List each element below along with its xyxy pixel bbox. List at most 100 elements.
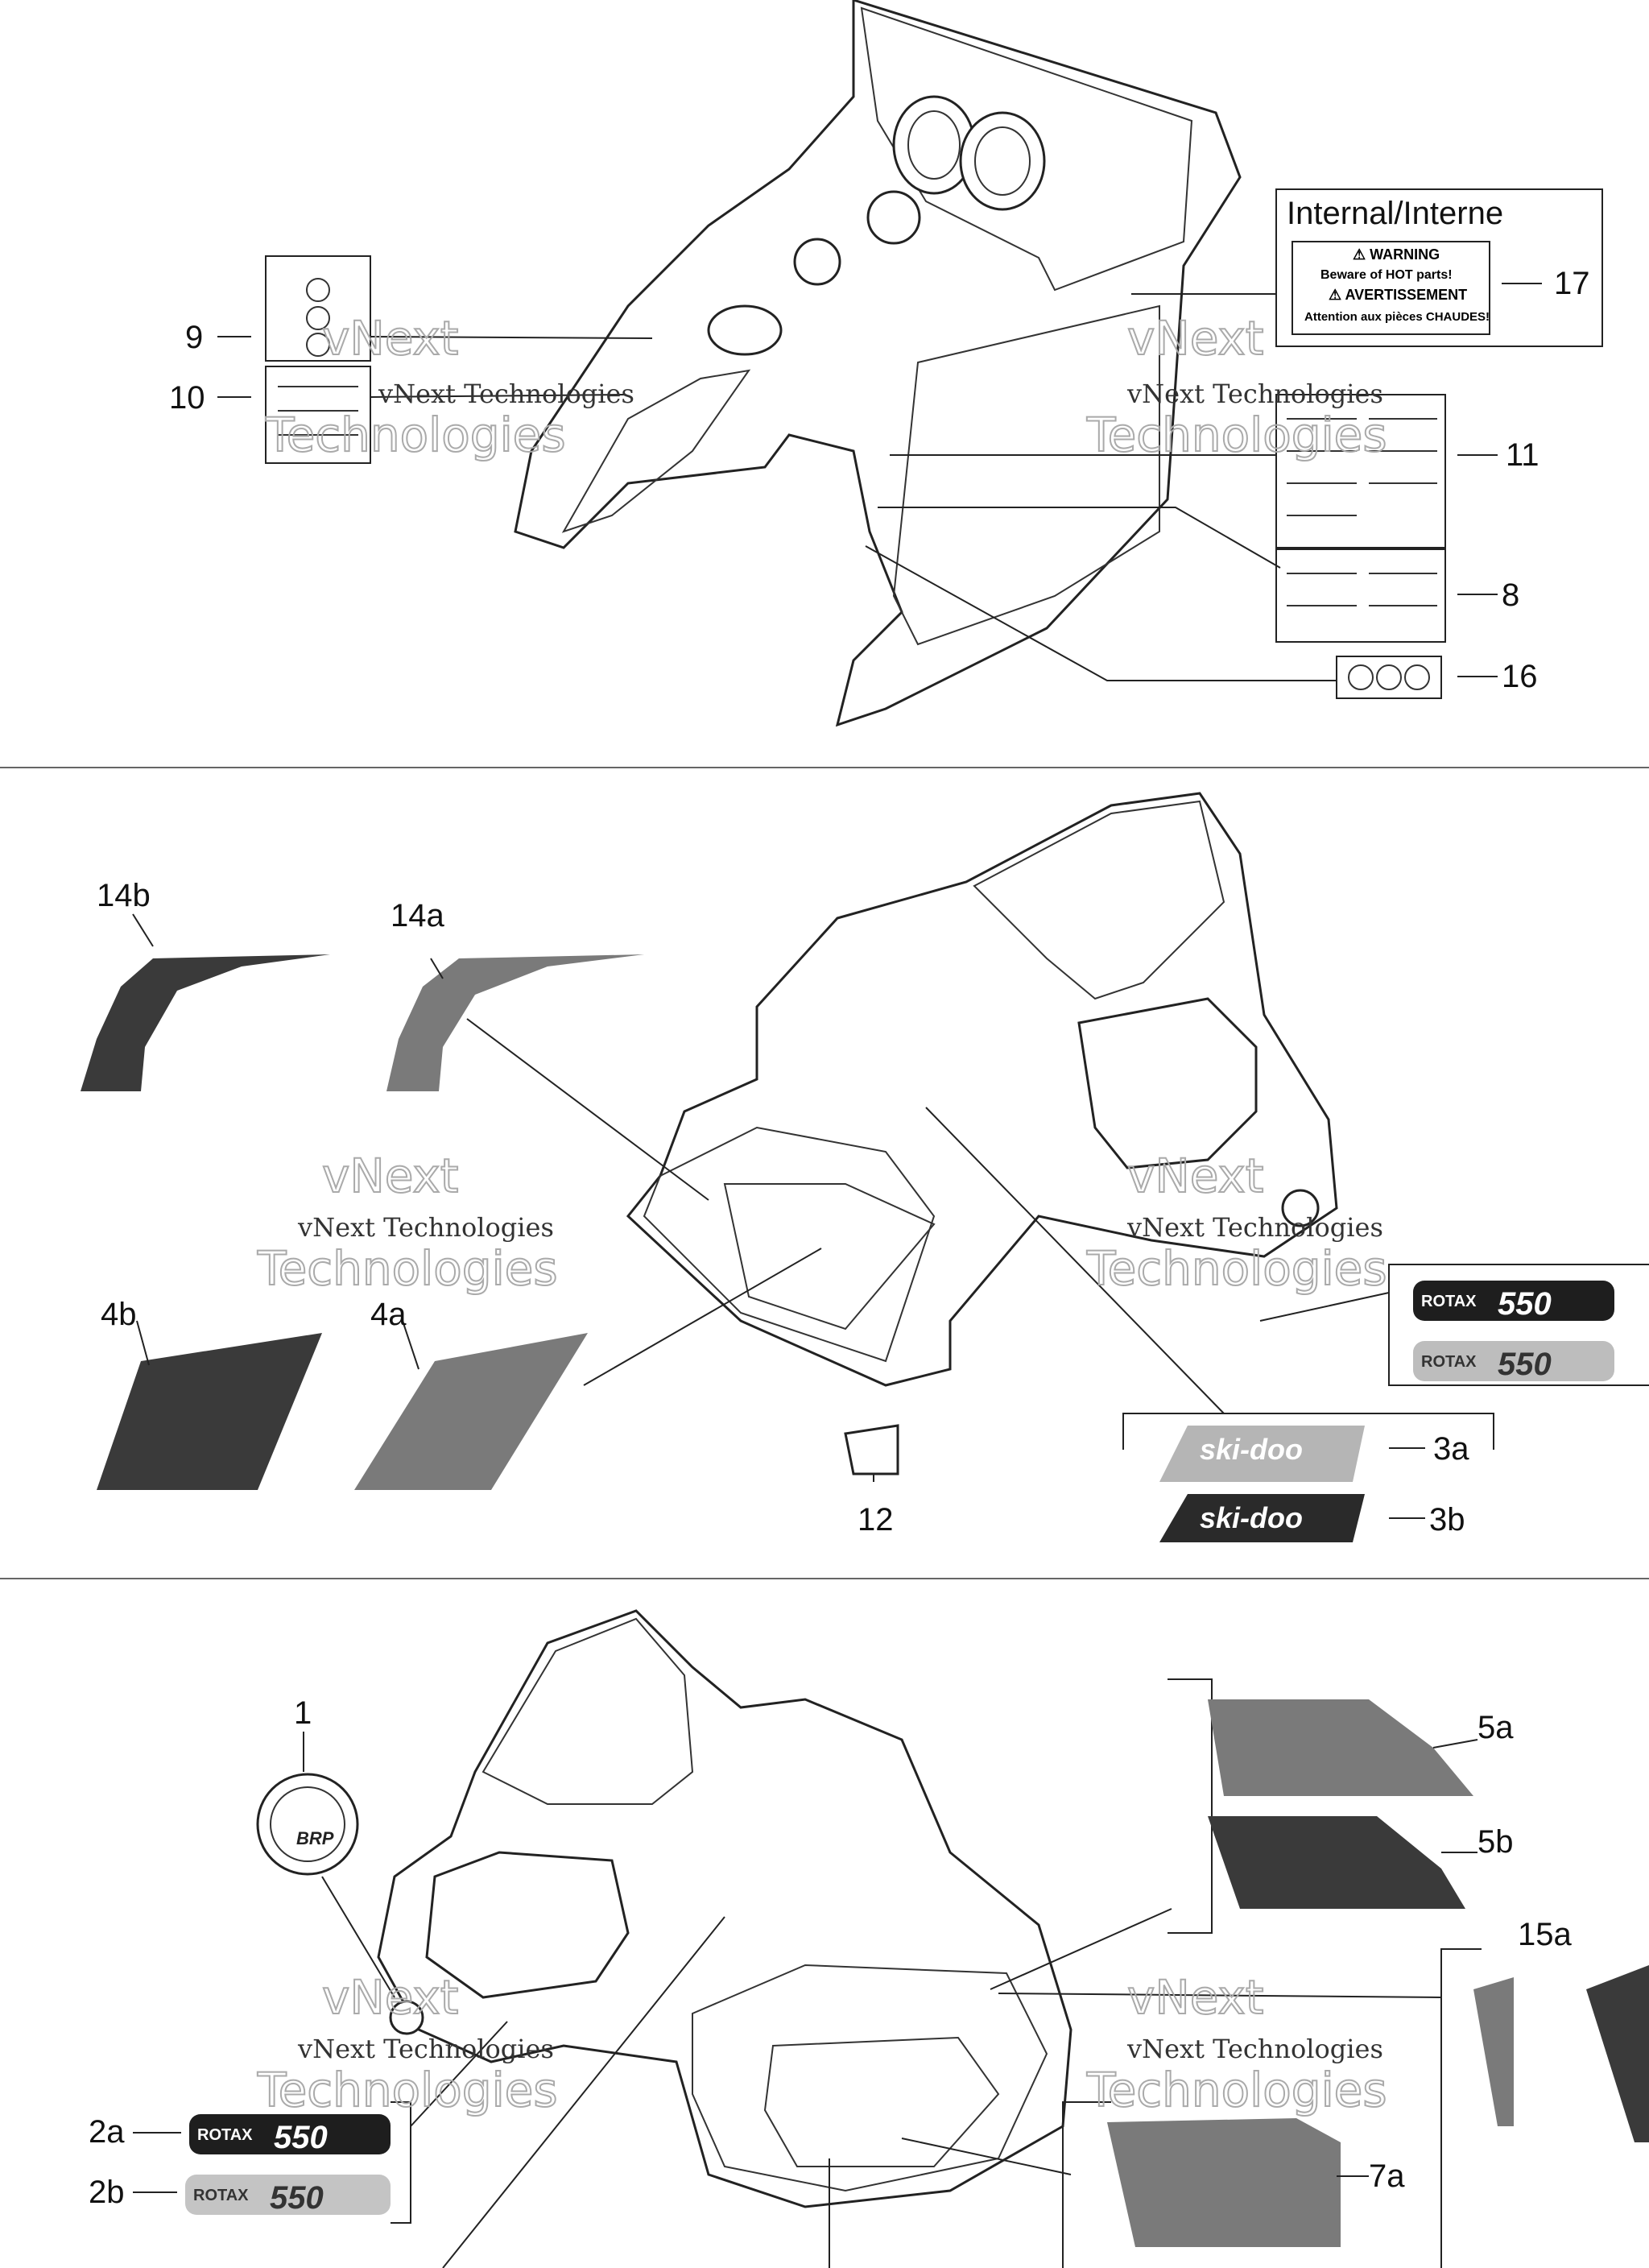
watermark-6-sub: vNext Technologies (1126, 2034, 1383, 2064)
fuel-cap (707, 304, 783, 356)
decal-rotax-dark-word: ROTAX (1421, 1293, 1477, 1310)
bracket-7 (1062, 2101, 1111, 2268)
hood-front-windshield (481, 1617, 694, 1805)
callout-14b: 14b (97, 878, 151, 913)
leader-4a (402, 1320, 419, 1370)
hood-top-body (514, 0, 1242, 727)
decal-5a (1208, 1699, 1473, 1796)
watermark-3-sub: vNext Technologies (297, 1212, 554, 1243)
callout-4a: 4a (370, 1297, 407, 1332)
decal-16 (1336, 656, 1442, 699)
callout-4b: 4b (101, 1297, 137, 1332)
decal-4b (97, 1333, 322, 1490)
decal-1-inner-ring (270, 1786, 345, 1862)
decal-11 (1275, 394, 1446, 548)
watermark-1-line1: vNext (322, 311, 458, 366)
leader-lower-part (442, 1916, 725, 2268)
decal-3a-text: ski-doo (1200, 1433, 1303, 1466)
callout-9: 9 (185, 320, 203, 355)
hood-side-windshield (973, 800, 1225, 1000)
leader-4a-part (583, 1248, 822, 1386)
watermark-1-sub: vNext Technologies (378, 379, 634, 409)
decal-rotax-light-word: ROTAX (1421, 1353, 1477, 1371)
gauge-right (959, 111, 1046, 211)
headlight-housing (1077, 997, 1258, 1169)
hood-front-body (377, 1609, 1072, 2208)
leader-14a-part (466, 1018, 709, 1201)
side-headlight-ring (1281, 1189, 1320, 1227)
callout-5b: 5b (1477, 1824, 1514, 1860)
decal-17-warning-text: Beware of HOT parts! (1320, 268, 1453, 282)
decal-2b-word: ROTAX (193, 2187, 249, 2204)
decal-3b-text: ski-doo (1200, 1501, 1303, 1534)
callout-11: 11 (1506, 437, 1539, 473)
hood-side-inner (723, 1183, 936, 1331)
hood-front-headlight (425, 1851, 630, 1999)
decal-1-brp-emblem (256, 1773, 359, 1876)
watermark-4-line2: Technologies (1086, 1241, 1387, 1296)
decal-16-icon-a (1348, 664, 1374, 690)
watermark-4-sub: vNext Technologies (1126, 1212, 1383, 1243)
leader-10-to-part (370, 394, 625, 398)
leader-14a (430, 958, 444, 979)
decal-9-icon-c (306, 333, 330, 357)
bracket-2 (391, 2101, 411, 2224)
watermark-6-line2: Technologies (1086, 2063, 1387, 2117)
callout-16: 16 (1502, 659, 1538, 694)
callout-1: 1 (294, 1695, 312, 1731)
watermark-3-line1: vNext (322, 1148, 458, 1203)
gauge-left-inner (907, 110, 961, 180)
decal-17-warning: ⚠ WARNING (1353, 246, 1440, 263)
watermark-5-line2: Technologies (257, 2063, 558, 2117)
decal-rotax-light (1413, 1341, 1614, 1381)
decal-2a (189, 2114, 391, 2154)
decal-rotax-dark-num: 550 (1498, 1286, 1552, 1322)
leader-5a (1432, 1739, 1478, 1749)
decal-12 (844, 1424, 899, 1475)
callout-15a: 15a (1518, 1917, 1572, 1952)
decal-9-icon-a (306, 278, 330, 302)
leader-16-part (865, 545, 1337, 681)
decal-17-avert: ⚠ AVERTISSEMENT (1329, 287, 1467, 303)
decal-9 (265, 255, 371, 362)
decal-2a-word: ROTAX (197, 2126, 253, 2144)
section-top-view: Internal/Interne ⚠ WARNING Beware of HOT… (0, 0, 1649, 768)
watermark-4-line1: vNext (1127, 1148, 1263, 1203)
leader-5-part (990, 1908, 1172, 1990)
leader-2-part (410, 2021, 508, 2127)
hood-top-inner-panel (892, 304, 1160, 646)
decal-17-heading: Internal/Interne (1287, 196, 1503, 231)
decal-14a (386, 954, 644, 1091)
leader-15-part (998, 1993, 1442, 1998)
callout-3b: 3b (1429, 1502, 1465, 1538)
callout-8: 8 (1502, 577, 1519, 613)
front-headlight-ring (389, 2000, 424, 2035)
watermark-6-line1: vNext (1127, 1970, 1263, 2025)
callout-3a: 3a (1433, 1431, 1469, 1467)
decal-15a (1473, 1977, 1514, 2126)
decal-8 (1275, 548, 1446, 643)
callout-10: 10 (169, 380, 205, 416)
watermark-3-line2: Technologies (257, 1241, 558, 1296)
watermark-2-line2: Technologies (1086, 408, 1387, 462)
leader-8-part (878, 507, 1281, 569)
decal-4a (354, 1333, 588, 1490)
callout-17: 17 (1554, 266, 1590, 301)
leader-rotax-part (1259, 1292, 1390, 1322)
watermark-5-line1: vNext (322, 1970, 458, 2025)
callout-7a: 7a (1369, 2158, 1405, 2194)
decal-17-avert-text: Attention aux pièces CHAUDES! (1304, 310, 1490, 324)
callout-12: 12 (858, 1502, 894, 1538)
leader-14b (132, 913, 154, 947)
callout-5a: 5a (1477, 1710, 1514, 1745)
hood-top-left-arm (561, 369, 751, 533)
watermark-1-line2: Technologies (265, 408, 566, 462)
center-switch (793, 238, 841, 286)
decal-2a-num: 550 (274, 2120, 328, 2155)
bracket-15 (1440, 1948, 1482, 2268)
decal-9-icon-b (306, 306, 330, 330)
decal-16-icon-c (1404, 664, 1430, 690)
leader-9-to-part (370, 336, 653, 339)
decal-3b (1159, 1494, 1365, 1542)
